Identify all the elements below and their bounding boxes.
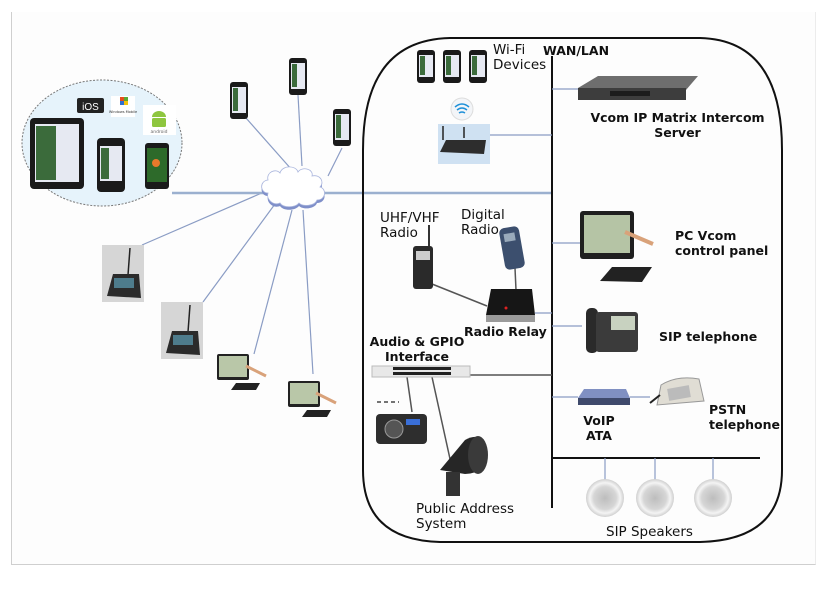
server-label: Vcom IP Matrix Intercom Server [590,110,765,140]
link-phone-1 [245,117,293,171]
tablet-icon [30,118,84,189]
wan-lan-label: WAN/LAN [543,43,610,58]
digital-radio-label: Digital Radio [461,207,505,238]
android-text: android [150,129,167,135]
wifi-phone-icon-2 [443,50,461,83]
desk-intercom-console-1 [102,245,144,302]
network-links [141,94,343,375]
uhf-vhf-radio-label: UHF/VHF Radio [380,210,440,241]
sip-telephone-icon [586,308,638,353]
android-logo [152,111,166,117]
mobile-platforms-bubble: iOS Windows Mobile android [21,79,183,207]
link-digital-relay [514,267,517,291]
wifi-devices-label: Wi-Fi Devices [493,42,547,73]
smartphone-icon-1 [230,82,248,119]
intercom-server-icon [578,76,698,100]
pc-touchscreen-icon-2 [288,381,337,417]
wifi-router-icon [438,124,490,164]
smartphone-icon-3 [333,109,351,146]
android-phone-icon [145,143,169,189]
public-address-label: Public Address System [416,501,515,532]
windows-mobile-text: Windows Mobile [109,110,137,114]
voip-ata-label: VoIP ATA [583,413,615,443]
radio-relay-icon [486,289,535,322]
internet-radio-icon [376,401,427,444]
link-uhf-relay [431,283,488,307]
sip-speaker-icon-1 [586,479,624,517]
link-desk-1 [141,191,265,246]
local-network-boundary [362,37,783,543]
pc-control-panel-label: PC Vcom control panel [675,228,769,258]
audio-gpio-interface-label: Audio & GPIO Interface [369,334,465,364]
voip-ata-icon [578,389,630,405]
link-phone-3 [327,147,343,177]
ios-logo [77,98,104,113]
audio-gpio-interface-icon [371,365,471,378]
wifi-phone-icon-3 [469,50,487,83]
sip-telephone-label: SIP telephone [659,329,758,344]
windows-mobile-logo [111,96,135,117]
link-desk-2 [202,203,276,303]
smartphone-icon-2 [289,58,307,95]
wifi-icon [450,97,474,121]
uhf-vhf-radio-icon [413,225,433,289]
link-pc-2 [302,209,314,375]
sip-speaker-icon-2 [636,479,674,517]
link-gpio-pa [431,376,453,469]
pc-control-panel-icon [580,211,654,282]
sip-speakers-label: SIP Speakers [606,524,693,540]
sip-speaker-icon-3 [694,479,732,517]
internet-cloud-icon [261,166,325,210]
link-gpio-radio [406,376,413,413]
pstn-telephone-icon [649,377,705,406]
iphone-icon [97,138,125,192]
desk-intercom-console-2 [161,302,203,359]
ios-logo-text: iOS [82,102,99,113]
digital-radio-icon [499,226,525,270]
link-pc-1 [253,209,293,355]
link-phone-2 [297,94,303,167]
pc-touchscreen-icon-1 [217,354,267,390]
wifi-phone-icon-1 [417,50,435,83]
radio-relay-label: Radio Relay [464,324,547,339]
public-address-horn-icon [440,436,488,496]
pstn-telephone-label: PSTN telephone [709,402,781,432]
